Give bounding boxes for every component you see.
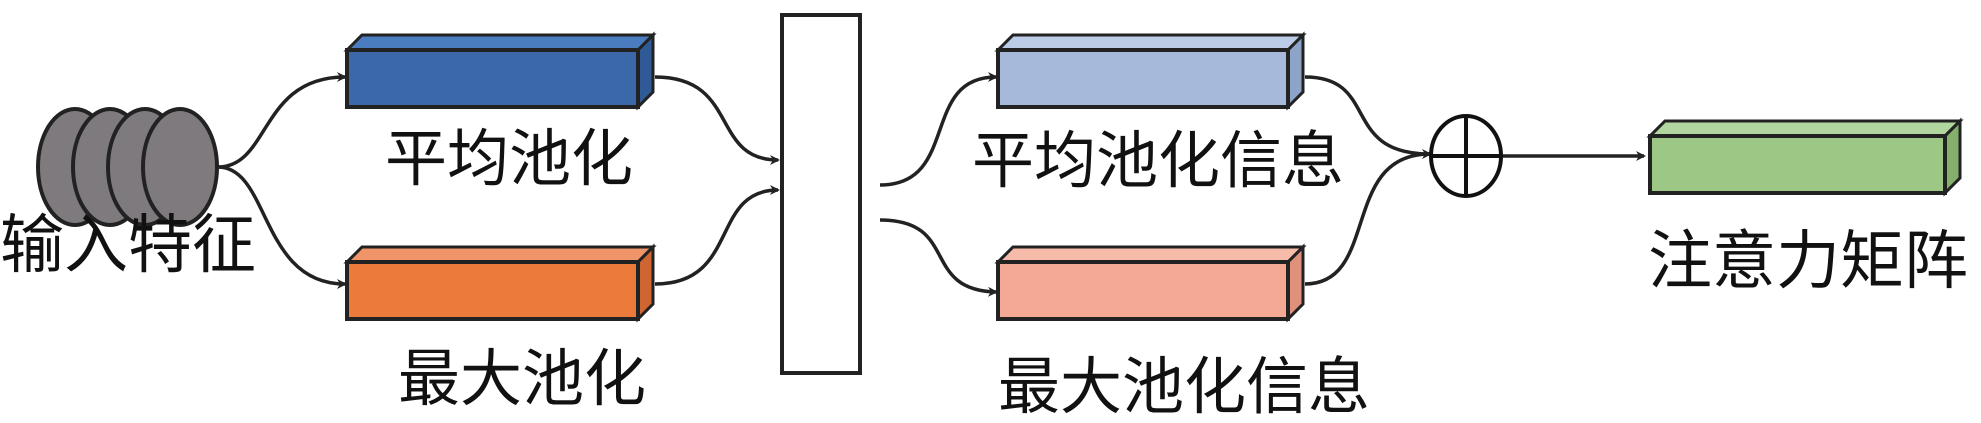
arrow-fc-to-maxinfo xyxy=(879,218,998,297)
max-pool-block xyxy=(343,243,657,323)
input-feature-stack xyxy=(36,107,219,227)
avg-pool-label: 平均池化 xyxy=(385,122,634,195)
shared-fc-layer xyxy=(780,13,862,375)
arrow-input-to-avg xyxy=(217,72,347,169)
arrow-avg-to-fc xyxy=(654,75,780,165)
arrow-maxinfo-to-sum xyxy=(1304,152,1431,286)
max-pool-label: 最大池化 xyxy=(398,342,647,415)
max-pool-info-label: 最大池化信息 xyxy=(998,350,1371,423)
arrow-max-to-fc xyxy=(654,185,780,286)
avg-pool-block xyxy=(343,31,657,111)
arrow-fc-to-avginfo xyxy=(879,72,998,187)
arrow-avginfo-to-sum xyxy=(1304,75,1432,159)
input-feature-label: 输入特征 xyxy=(0,209,256,283)
attention-matrix-label: 注意力矩阵 xyxy=(1648,225,1968,299)
element-wise-sum-icon xyxy=(1429,114,1503,198)
attention-matrix-block xyxy=(1646,117,1964,197)
arrow-input-to-max xyxy=(217,165,347,289)
max-pool-info-block xyxy=(994,243,1307,323)
connectors xyxy=(217,72,1646,297)
avg-pool-info-block xyxy=(994,31,1307,111)
avg-pool-info-label: 平均池化信息 xyxy=(972,124,1345,197)
